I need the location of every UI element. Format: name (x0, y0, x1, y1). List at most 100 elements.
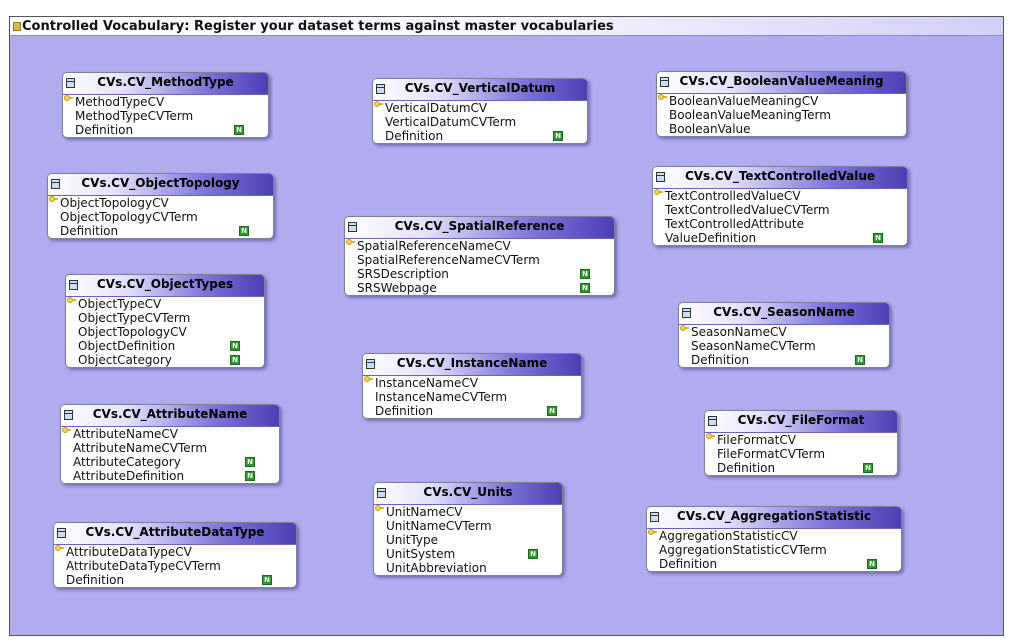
table-header[interactable]: CVs.CV_InstanceName (363, 354, 581, 376)
table-header[interactable]: CVs.CV_SeasonName (679, 303, 889, 325)
diagram-canvas: Controlled Vocabulary: Register your dat… (9, 16, 1004, 636)
column-name: Definition (385, 129, 444, 143)
nullable-icon: N (528, 549, 538, 559)
column-row[interactable]: InstanceNameCVTerm (363, 390, 581, 404)
diagram-title-bar: Controlled Vocabulary: Register your dat… (10, 17, 1003, 36)
table-cv-spatialreference[interactable]: CVs.CV_SpatialReference SpatialReference… (344, 216, 615, 296)
column-row[interactable]: SeasonNameCV (679, 325, 889, 339)
nullable-icon: N (245, 471, 255, 481)
table-icon (57, 528, 66, 538)
table-header[interactable]: CVs.CV_AttributeDataType (54, 523, 296, 545)
column-name: UnitNameCVTerm (386, 519, 492, 533)
column-row[interactable]: AttributeDataTypeCVTerm (54, 559, 296, 573)
primary-key-icon (648, 529, 657, 539)
column-row[interactable]: BooleanValueMeaningTerm (657, 108, 906, 122)
column-row[interactable]: ObjectTopologyCV (66, 325, 264, 339)
table-icon (650, 512, 659, 522)
table-header[interactable]: CVs.CV_BooleanValueMeaning (657, 72, 906, 94)
column-name: MethodTypeCV (75, 95, 165, 109)
column-row[interactable]: MethodTypeCV (63, 95, 268, 109)
primary-key-icon (374, 101, 383, 111)
table-cv-attributename[interactable]: CVs.CV_AttributeName AttributeNameCV Att… (60, 404, 280, 484)
table-header[interactable]: CVs.CV_MethodType (63, 73, 268, 95)
table-header[interactable]: CVs.CV_ObjectTopology (48, 174, 273, 196)
column-row[interactable]: AttributeDefinition N (61, 469, 279, 483)
table-header[interactable]: CVs.CV_ObjectTypes (66, 275, 264, 297)
column-row[interactable]: AggregationStatisticCVTerm (647, 543, 901, 557)
table-cv-objecttopology[interactable]: CVs.CV_ObjectTopology ObjectTopologyCV O… (47, 173, 274, 239)
table-cv-units[interactable]: CVs.CV_Units UnitNameCV UnitNameCVTerm U… (373, 482, 563, 576)
table-cv-verticaldatum[interactable]: CVs.CV_VerticalDatum VerticalDatumCV Ver… (372, 78, 588, 144)
table-header[interactable]: CVs.CV_SpatialReference (345, 217, 614, 239)
table-name: CVs.CV_SeasonName (713, 305, 855, 319)
column-row[interactable]: TextControlledValueCV (653, 189, 907, 203)
column-row[interactable]: TextControlledAttribute (653, 217, 907, 231)
column-row[interactable]: TextControlledValueCVTerm (653, 203, 907, 217)
column-row[interactable]: SeasonNameCVTerm (679, 339, 889, 353)
table-header[interactable]: CVs.CV_VerticalDatum (373, 79, 587, 101)
column-row[interactable]: FileFormatCV (705, 433, 897, 447)
primary-key-icon (658, 94, 667, 104)
table-cv-fileformat[interactable]: CVs.CV_FileFormat FileFormatCV FileForma… (704, 410, 898, 476)
table-header[interactable]: CVs.CV_FileFormat (705, 411, 897, 433)
column-row[interactable]: InstanceNameCV (363, 376, 581, 390)
column-row[interactable]: ObjectTopologyCV (48, 196, 273, 210)
column-name: AttributeDefinition (73, 469, 185, 483)
column-row[interactable]: AggregationStatisticCV (647, 529, 901, 543)
table-name: CVs.CV_FileFormat (737, 413, 865, 427)
column-row[interactable]: AttributeNameCVTerm (61, 441, 279, 455)
table-header[interactable]: CVs.CV_Units (374, 483, 562, 505)
column-row[interactable]: UnitNameCV (374, 505, 562, 519)
column-name: Definition (717, 461, 776, 475)
table-header[interactable]: CVs.CV_AttributeName (61, 405, 279, 427)
table-cv-instancename[interactable]: CVs.CV_InstanceName InstanceNameCV Insta… (362, 353, 582, 419)
column-row[interactable]: VerticalDatumCV (373, 101, 587, 115)
column-row[interactable]: AttributeDataTypeCV (54, 545, 296, 559)
table-cv-attributedatatype[interactable]: CVs.CV_AttributeDataType AttributeDataTy… (53, 522, 297, 588)
column-row[interactable]: FileFormatCVTerm (705, 447, 897, 461)
column-row[interactable]: UnitAbbreviation (374, 561, 562, 575)
primary-key-icon (49, 196, 58, 206)
column-row[interactable]: Definition N (705, 461, 897, 475)
diagram-title: Controlled Vocabulary: Register your dat… (22, 19, 614, 34)
column-row[interactable]: BooleanValue (657, 122, 906, 136)
column-row[interactable]: SpatialReferenceNameCV (345, 239, 614, 253)
column-row[interactable]: VerticalDatumCVTerm (373, 115, 587, 129)
column-name: Definition (75, 123, 134, 137)
table-cv-textcontrolledvalue[interactable]: CVs.CV_TextControlledValue TextControlle… (652, 166, 908, 246)
column-row[interactable]: SpatialReferenceNameCVTerm (345, 253, 614, 267)
column-row[interactable]: ObjectTopologyCVTerm (48, 210, 273, 224)
column-row[interactable]: UnitType (374, 533, 562, 547)
table-cv-seasonname[interactable]: CVs.CV_SeasonName SeasonNameCV SeasonNam… (678, 302, 890, 368)
column-name: SpatialReferenceNameCV (357, 239, 511, 253)
table-cv-aggregationstatistic[interactable]: CVs.CV_AggregationStatistic AggregationS… (646, 506, 902, 572)
column-row[interactable]: MethodTypeCVTerm (63, 109, 268, 123)
table-icon (376, 84, 385, 94)
table-cv-booleanvaluemeaning[interactable]: CVs.CV_BooleanValueMeaning BooleanValueM… (656, 71, 907, 137)
table-cv-objecttypes[interactable]: CVs.CV_ObjectTypes ObjectTypeCV ObjectTy… (65, 274, 265, 368)
column-row[interactable]: UnitNameCVTerm (374, 519, 562, 533)
table-header[interactable]: CVs.CV_TextControlledValue (653, 167, 907, 189)
column-row[interactable]: AttributeNameCV (61, 427, 279, 441)
table-cv-methodtype[interactable]: CVs.CV_MethodType MethodTypeCV MethodTyp… (62, 72, 269, 138)
column-name: AggregationStatisticCV (659, 529, 798, 543)
nullable-icon: N (863, 463, 873, 473)
table-header[interactable]: CVs.CV_AggregationStatistic (647, 507, 901, 529)
column-row[interactable]: ObjectTypeCVTerm (66, 311, 264, 325)
column-row[interactable]: BooleanValueMeaningCV (657, 94, 906, 108)
column-row[interactable]: ObjectTypeCV (66, 297, 264, 311)
